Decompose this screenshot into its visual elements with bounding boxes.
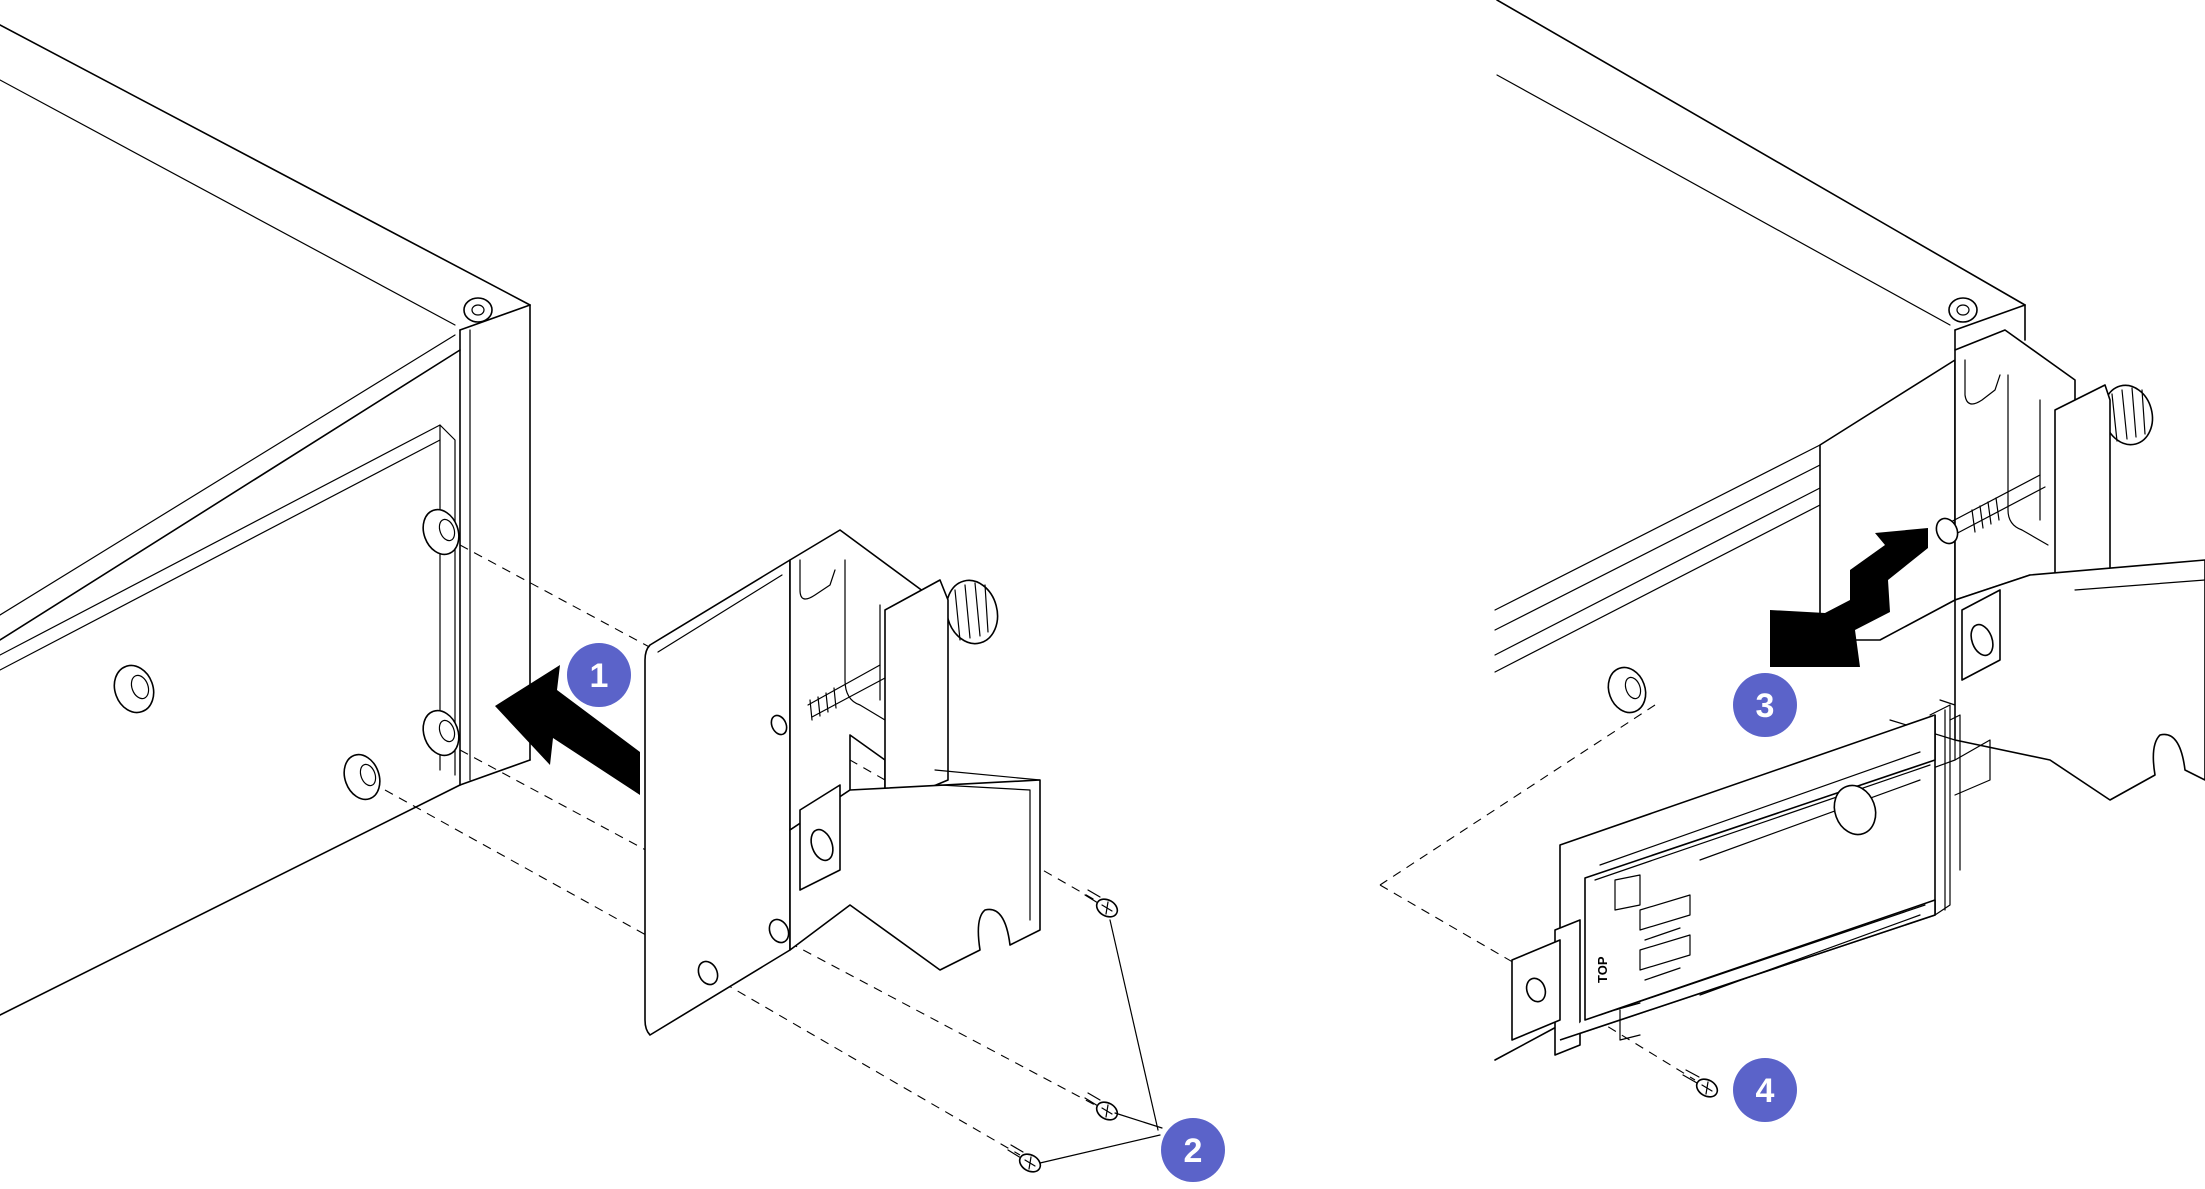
chassis-hole-3 [343,753,381,801]
thumbscrew-knob-left [945,579,999,645]
callout-1-label: 1 [590,657,609,695]
callout-2-leaders [1039,919,1163,1164]
right-chassis [1494,0,2026,1061]
top-corner-screw-right [1948,297,1978,323]
top-label: TOP [1595,956,1610,983]
chassis-hole-1 [422,508,460,556]
chassis-hole-2 [422,709,460,757]
callout-4-label: 4 [1756,1072,1775,1110]
callout-4: 4 [1733,1058,1797,1122]
screw-left-1 [1084,889,1119,918]
callout-2-label: 2 [1184,1132,1203,1170]
screw-left-2 [1084,1092,1119,1121]
callout-1: 1 [567,643,631,707]
callout-3-circle [1733,673,1797,737]
right-alignment-lines [1379,704,1696,1081]
screw-left-3 [1007,1144,1042,1173]
top-corner-screw [463,297,493,323]
left-rail-bracket [644,529,1041,1036]
chassis-hole-right [1607,666,1647,714]
callout-1-circle [567,643,631,707]
install-arrow-3 [1770,528,1928,667]
callout-3-label: 3 [1756,687,1775,725]
callout-2: 2 [1161,1118,1225,1182]
rail-extension: TOP [1511,704,1991,1056]
callout-2-circle [1161,1118,1225,1182]
screw-right [1682,1069,1719,1098]
install-arrow-1 [495,665,640,795]
left-chassis [0,24,531,1016]
chassis-hole-4 [113,664,155,714]
callout-3: 3 [1733,673,1797,737]
right-installed-bracket [1819,329,2205,801]
callout-4-circle [1733,1058,1797,1122]
